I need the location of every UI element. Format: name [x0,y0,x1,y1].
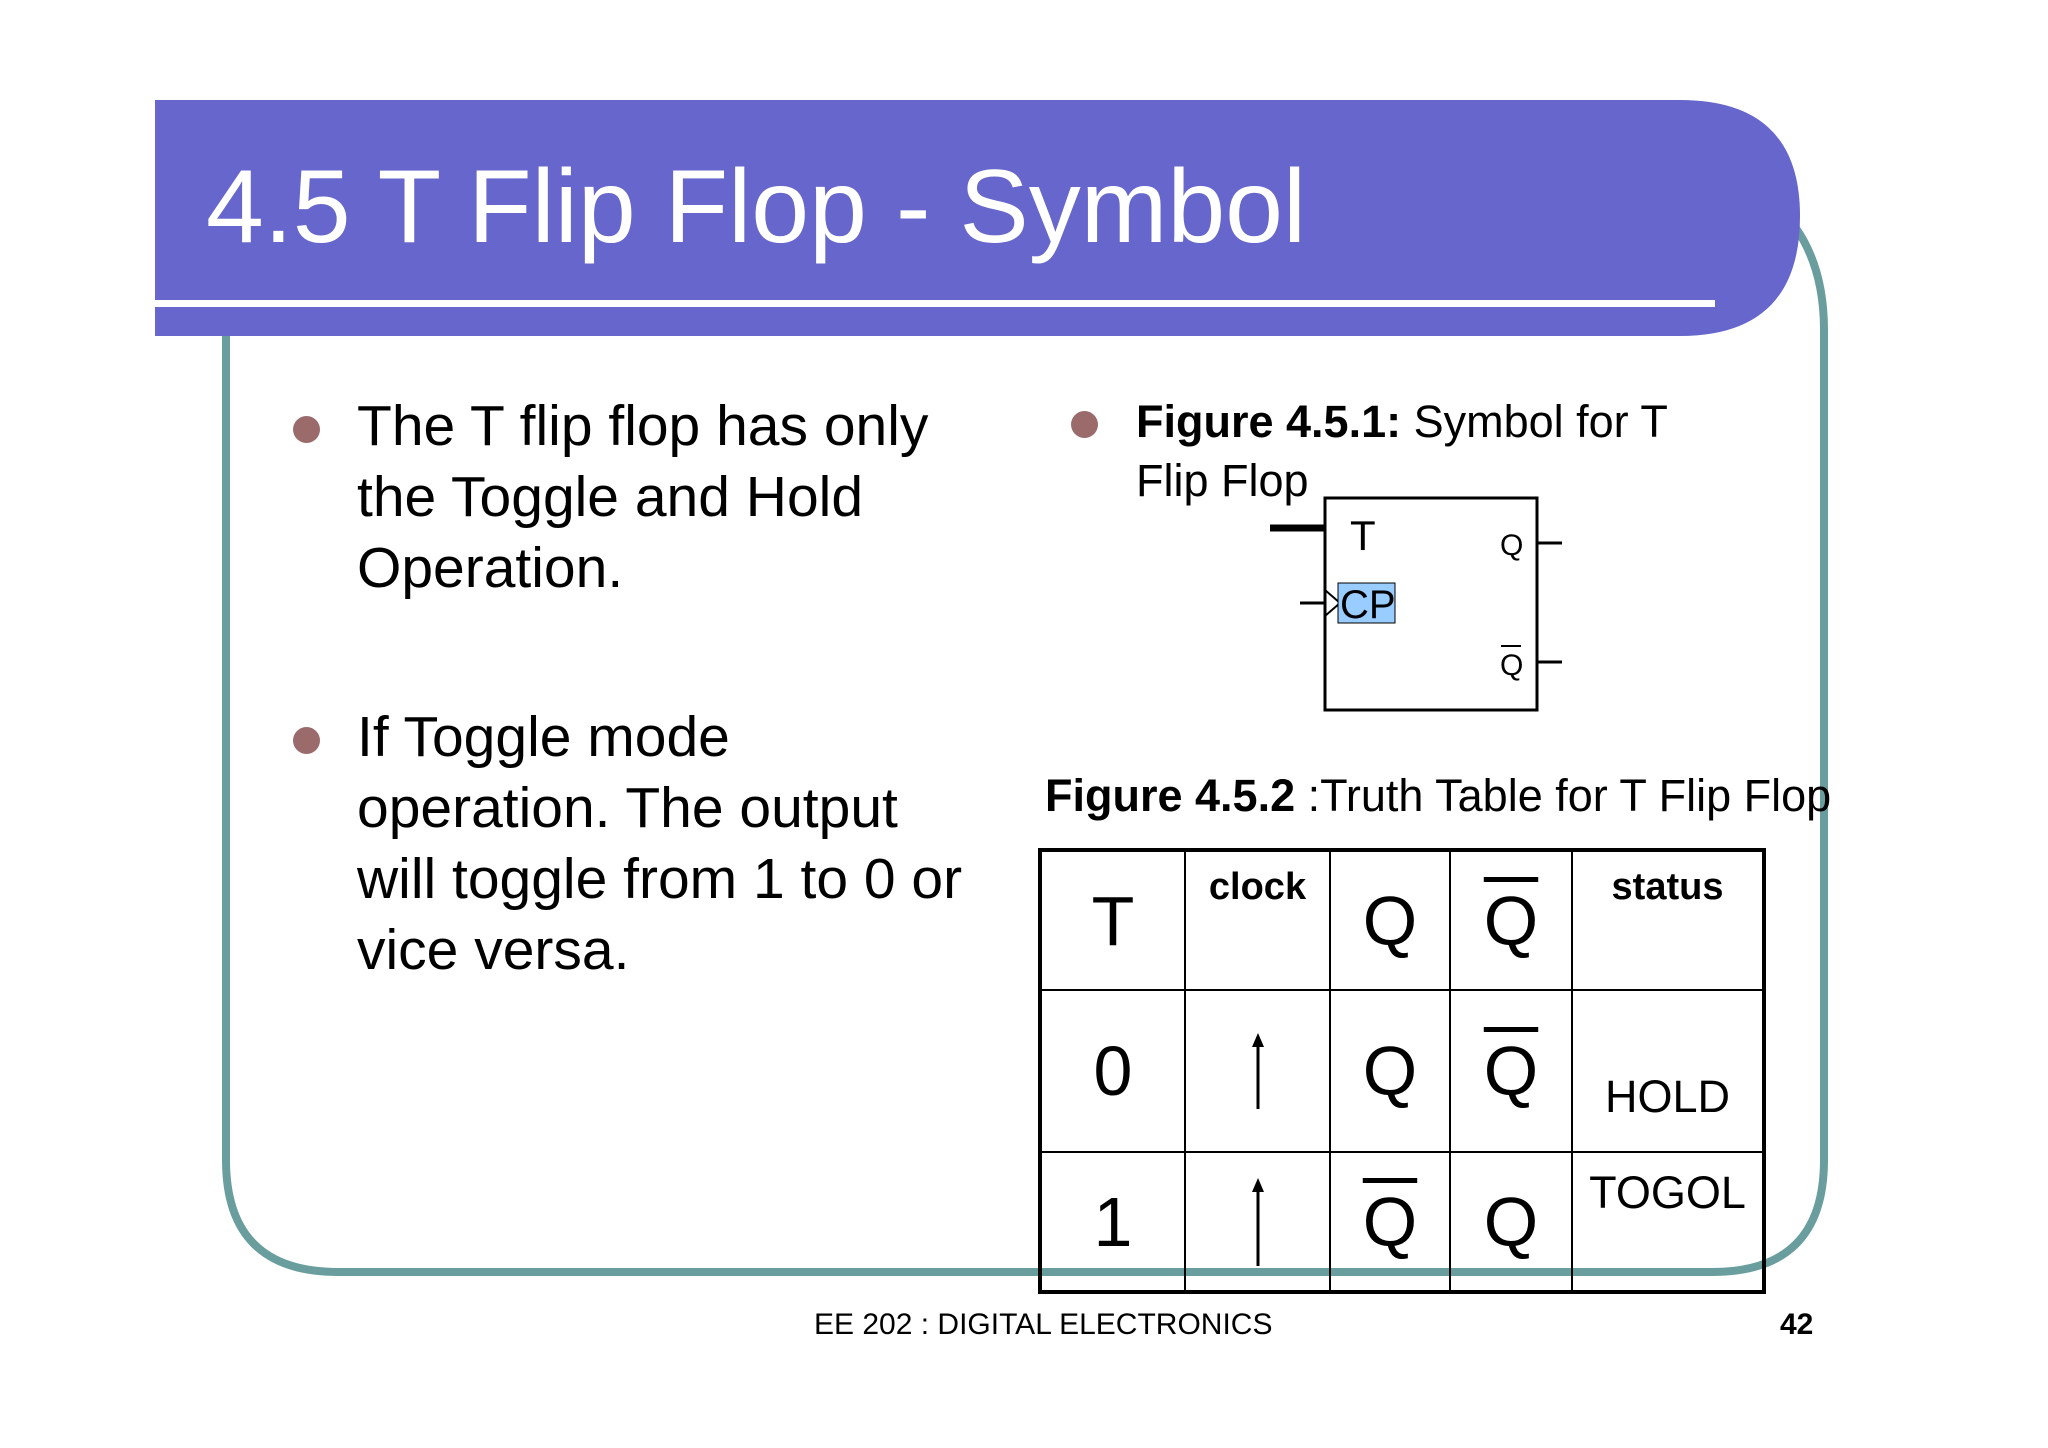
row1-status: TOGOL [1571,1151,1765,1293]
header-q: Q [1329,849,1451,991]
bullet-dot-3 [1071,411,1098,438]
content-border [222,196,1828,1276]
header-qbar: Q [1449,849,1573,991]
header-qbar-text: Q [1483,881,1539,960]
bullet-dot-2 [293,727,320,754]
header-t: T [1039,849,1186,991]
figure2-caption-text: :Truth Table for T Flip Flop [1295,770,1832,821]
footer-course: EE 202 : DIGITAL ELECTRONICS [814,1308,1273,1341]
cp-highlight [1337,582,1396,624]
row1-clock [1184,1151,1331,1293]
table-header-row: T clock Q Q status [1039,849,1765,991]
row0-status: HOLD [1571,989,1765,1153]
t-flip-flop-symbol: T CP Q Q [1270,496,1562,712]
row1-t: 1 [1039,1151,1186,1293]
bullet-dot-1 [293,416,320,443]
rising-edge-arrow-icon [1251,1033,1264,1109]
header-clock: clock [1184,849,1331,991]
row0-t: 0 [1039,989,1186,1153]
row1-qbar: Q [1449,1151,1573,1293]
header-status: status [1571,849,1765,991]
footer-page-number: 42 [1780,1308,1814,1341]
title-underline [155,300,1715,307]
table-row: 1 Q Q TOGOL [1039,1151,1765,1293]
row0-qbar: Q [1449,989,1573,1153]
figure1-label: Figure 4.5.1: [1136,396,1402,447]
figure2-caption: Figure 4.5.2 :Truth Table for T Flip Flo… [1045,766,1831,825]
t-input-label: T [1350,512,1376,559]
figure1-caption-line2: Flip Flop [1136,455,1309,506]
bullet-text-2: If Toggle mode operation. The output wil… [357,705,963,982]
table-row: 0 Q Q HOLD [1039,989,1765,1153]
figure1-caption: Figure 4.5.1: Symbol for T Flip Flop [1136,392,1668,510]
figure1-caption-text: Symbol for T [1401,396,1668,447]
row0-q: Q [1329,989,1451,1153]
q-output-label: Q [1500,529,1523,562]
rising-edge-arrow-icon [1251,1177,1264,1266]
cp-input-label: CP [1340,583,1396,627]
figure2-label: Figure 4.5.2 [1045,770,1296,821]
row0-clock [1184,989,1331,1153]
row1-q-text: Q [1362,1182,1418,1261]
slide-title: 4.5 T Flip Flop - Symbol [206,149,1307,265]
title-bar [155,100,1800,336]
row1-q: Q [1329,1151,1451,1293]
row0-qbar-text: Q [1483,1032,1539,1110]
bullet-text-1: The T flip flop has only the Toggle and … [357,394,929,600]
truth-table: T clock Q Q status 0 Q Q HOLD 1 Q Q TOGO… [1038,848,1766,1294]
qbar-output-label: Q [1500,649,1523,682]
